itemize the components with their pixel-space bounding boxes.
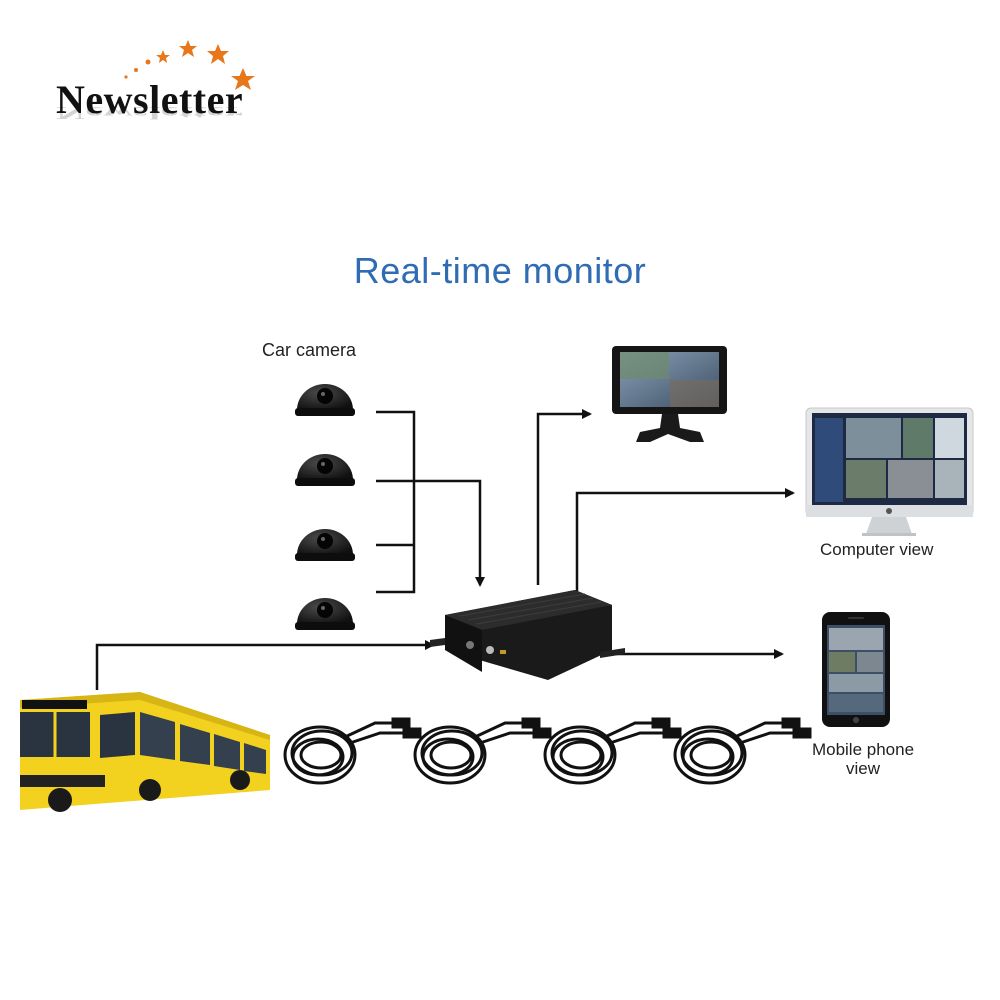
- camera-connectors: [376, 410, 485, 594]
- computer-view-label: Computer view: [820, 540, 934, 559]
- star-icon: [124, 40, 255, 90]
- page-title: Real-time monitor: [353, 250, 647, 291]
- smartphone-icon: [822, 612, 890, 727]
- mobile-label-line1: Mobile phone: [811, 740, 915, 759]
- desktop-computer-icon: [805, 407, 974, 536]
- output-connectors: [95, 409, 795, 690]
- car-monitor-icon: [612, 346, 727, 442]
- dvr-box-icon: [430, 590, 625, 680]
- dome-camera-icon: [295, 384, 355, 630]
- mobile-phone-view-label: Mobile phone view: [788, 740, 938, 778]
- newsletter-logo: Newsletter Newsletter: [48, 30, 298, 150]
- logo-text: Newsletter: [56, 77, 244, 122]
- mobile-label-line2: view: [845, 759, 880, 778]
- bus-icon: [20, 692, 270, 812]
- car-camera-label: Car camera: [262, 340, 357, 360]
- cable-icon: [283, 717, 812, 785]
